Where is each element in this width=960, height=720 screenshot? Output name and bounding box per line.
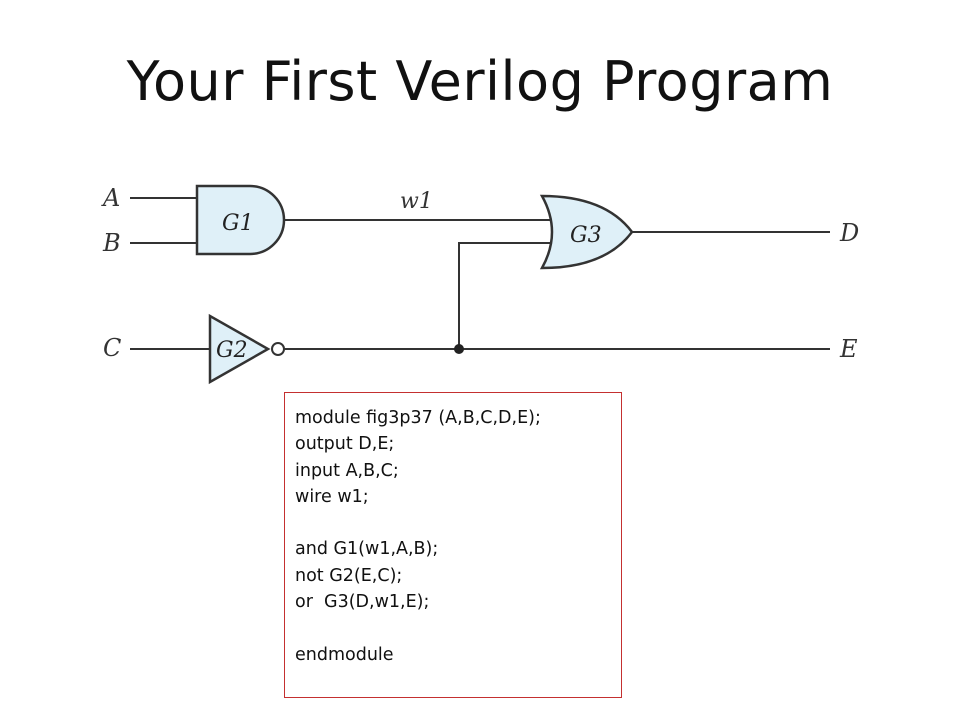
gate-label-g2: G2 [216, 338, 248, 363]
code-line [295, 615, 621, 641]
gate-label-g3: G3 [570, 223, 602, 248]
code-line: and G1(w1,A,B); [295, 539, 439, 560]
and-gate-g1 [195, 184, 286, 256]
code-line: wire w1; [295, 486, 369, 507]
code-line: endmodule [295, 644, 394, 665]
output-label-e: E [839, 335, 858, 363]
or-gate-g3 [539, 194, 634, 270]
verilog-code-box: module fig3p37 (A,B,C,D,E); output D,E; … [284, 392, 622, 698]
input-label-b: B [102, 229, 121, 257]
slide-title: Your First Verilog Program [126, 50, 834, 113]
code-line: not G2(E,C); [295, 565, 403, 586]
code-line: input A,B,C; [295, 460, 399, 481]
gate-label-g1: G1 [222, 211, 254, 236]
code-line [295, 510, 621, 536]
wire-label-w1: w1 [400, 189, 433, 214]
input-label-c: C [103, 334, 121, 362]
code-line: module fig3p37 (A,B,C,D,E); [295, 408, 541, 428]
output-label-d: D [839, 219, 859, 247]
code-line: output D,E; [295, 434, 395, 455]
junction-dot [454, 344, 464, 354]
wire-e-branch [458, 242, 552, 349]
inverter-bubble [271, 342, 285, 356]
code-line: or G3(D,w1,E); [295, 592, 430, 613]
not-gate-g2 [208, 313, 271, 385]
input-label-a: A [101, 184, 120, 212]
